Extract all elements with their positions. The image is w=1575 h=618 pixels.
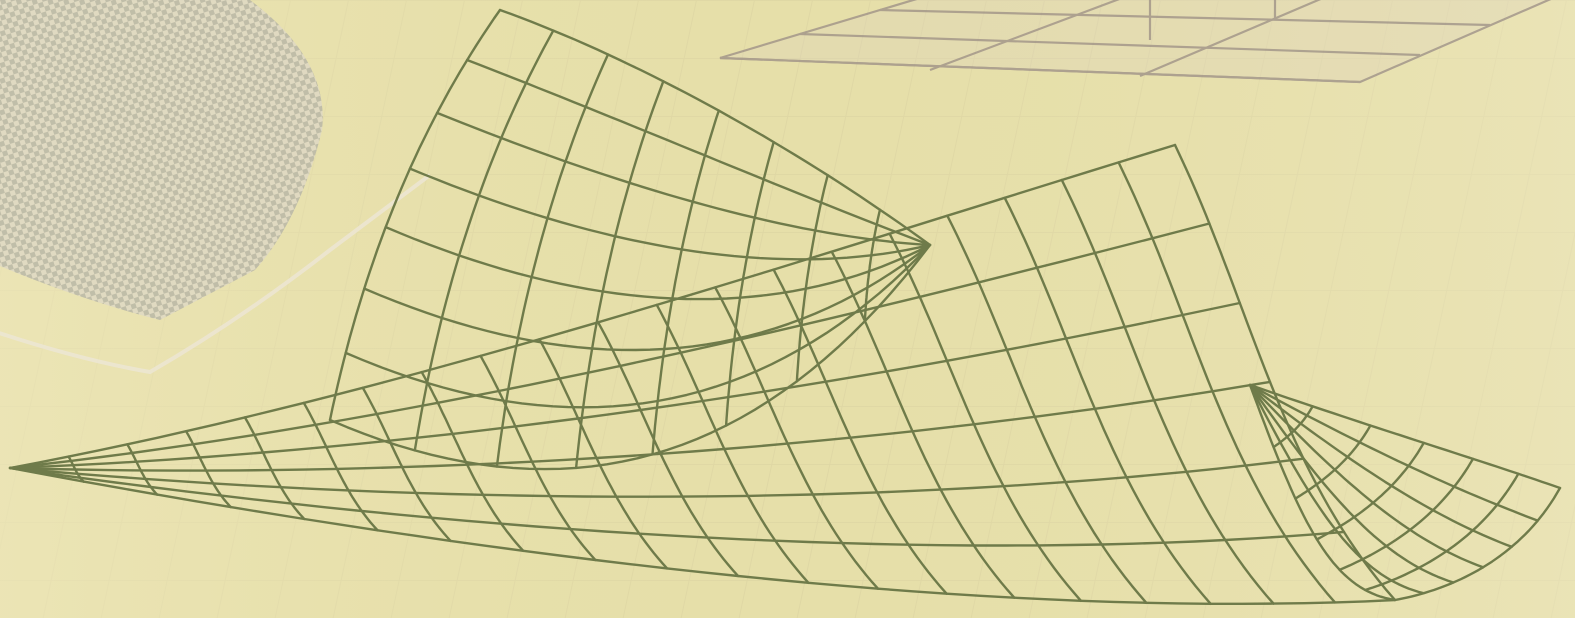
scene-graphic xyxy=(0,0,1575,618)
wireframe-surface-scene xyxy=(0,0,1575,618)
